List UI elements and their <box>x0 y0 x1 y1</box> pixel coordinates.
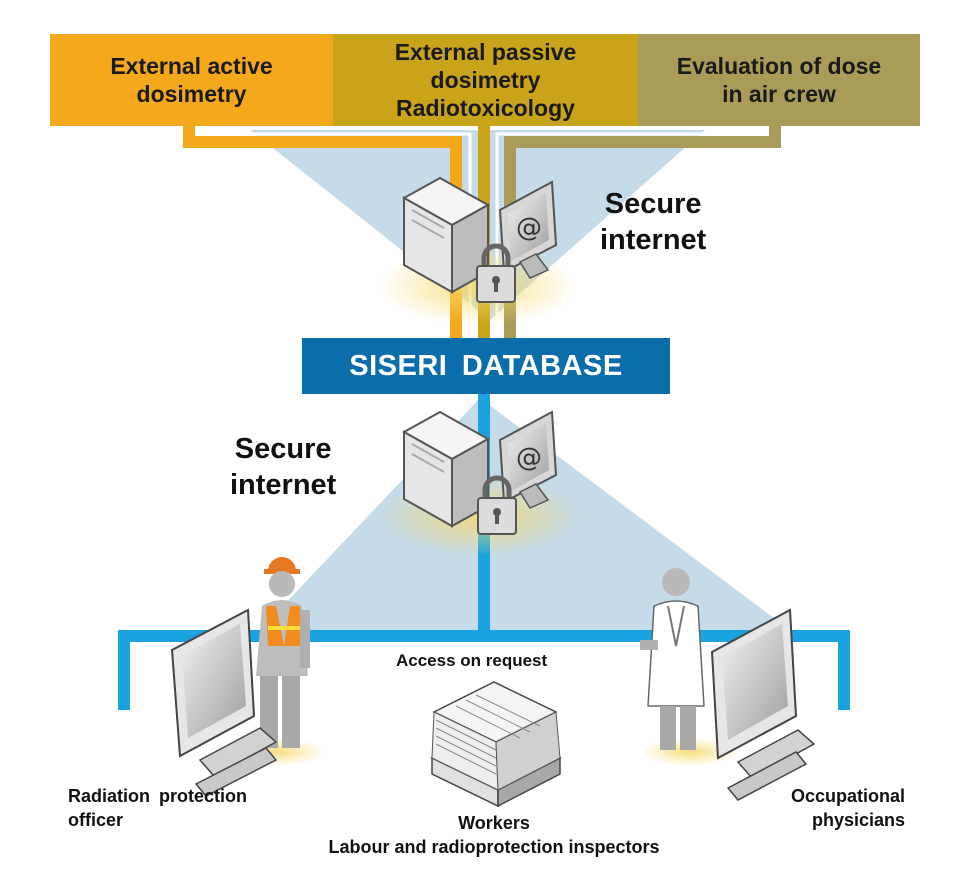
aircrew-dose-box: Evaluation of dose in air crew <box>638 34 920 126</box>
physician-figure-icon <box>640 568 740 766</box>
padlock-icon <box>476 243 516 303</box>
aircrew-dose-label: Evaluation of dose in air crew <box>676 53 882 107</box>
radiation-protection-officer-label: Radiation protection officer <box>68 786 247 830</box>
siseri-database-banner: SISERI DATABASE <box>302 338 670 394</box>
external-active-dosimetry-label: External active dosimetry <box>110 53 273 107</box>
secure-internet-top-label: Secure internet <box>600 188 707 256</box>
siseri-database-label: SISERI DATABASE <box>349 349 623 382</box>
server-group-top: @ <box>378 176 578 326</box>
secure-internet-middle-label: Secure internet <box>230 433 337 501</box>
monitor-at-icon: @ <box>498 410 558 509</box>
document-stack-icon <box>430 681 562 808</box>
external-active-dosimetry-box: External active dosimetry <box>50 34 333 126</box>
worker-figure-icon <box>226 557 326 766</box>
server-icon <box>401 410 491 528</box>
workers-inspectors-label: Workers Labour and radioprotection inspe… <box>328 813 660 857</box>
svg-text:@: @ <box>516 213 542 243</box>
server-group-middle: @ <box>380 410 580 556</box>
computer-icon <box>710 608 816 801</box>
computer-icon <box>170 608 278 797</box>
external-passive-dosimetry-label: External passive dosimetry Radiotoxicolo… <box>394 39 577 121</box>
padlock-icon <box>477 475 517 535</box>
svg-text:@: @ <box>516 443 542 473</box>
access-on-request-label: Access on request <box>396 651 548 670</box>
occupational-physicians-label: Occupational physicians <box>790 786 905 830</box>
monitor-at-icon: @ <box>498 180 558 279</box>
external-passive-dosimetry-box: External passive dosimetry Radiotoxicolo… <box>333 34 638 126</box>
